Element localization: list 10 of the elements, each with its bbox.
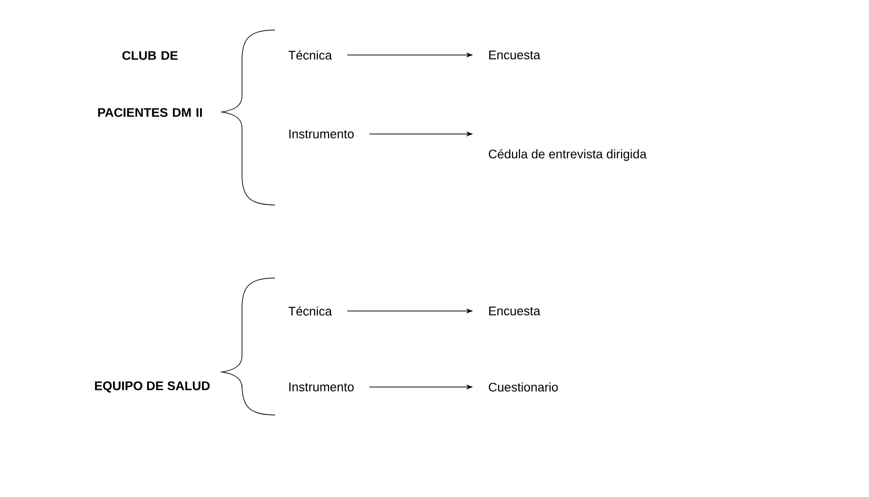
item-text: Encuesta: [489, 306, 540, 316]
item-text: Instrumento: [289, 382, 354, 392]
heading-text: CLUB DE PACIENTES DM II: [98, 51, 202, 117]
item-text: Técnica: [288, 306, 332, 316]
item-text: Técnica: [288, 50, 332, 60]
item-text: Encuesta: [489, 50, 540, 60]
item-text: Cédula de entrevista dirigida: [488, 149, 647, 161]
item-text: Cuestionario: [488, 382, 558, 392]
item-text: Instrumento: [289, 130, 354, 138]
heading-text: EQUIPO DE SALUD: [95, 381, 210, 393]
